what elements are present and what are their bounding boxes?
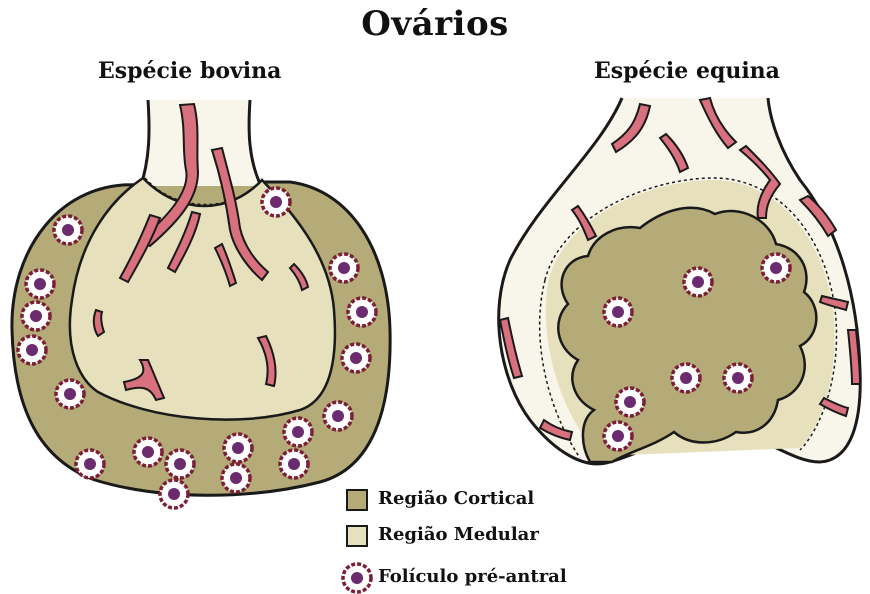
follicle xyxy=(262,188,290,216)
follicle xyxy=(26,270,54,298)
follicle xyxy=(324,402,352,430)
follicle xyxy=(684,268,712,296)
legend-label-medular: Região Medular xyxy=(378,524,539,545)
follicle xyxy=(604,298,632,326)
bovine-ovary xyxy=(12,100,390,508)
follicle xyxy=(54,216,82,244)
follicle xyxy=(224,434,252,462)
legend-follicle-icon xyxy=(343,564,371,592)
follicle xyxy=(134,438,162,466)
follicle xyxy=(22,302,50,330)
equine-ovary xyxy=(499,98,861,464)
follicle xyxy=(222,464,250,492)
follicle xyxy=(762,254,790,282)
follicle xyxy=(18,336,46,364)
follicle xyxy=(348,298,376,326)
follicle xyxy=(284,418,312,446)
follicle xyxy=(616,388,644,416)
follicle xyxy=(76,450,104,478)
follicle xyxy=(604,422,632,450)
legend-label-cortical: Região Cortical xyxy=(378,488,534,509)
follicle xyxy=(724,364,752,392)
medular-swatch xyxy=(346,525,368,547)
follicle xyxy=(280,450,308,478)
cortical-swatch xyxy=(346,489,368,511)
follicle xyxy=(166,450,194,478)
follicle xyxy=(160,480,188,508)
follicle xyxy=(672,364,700,392)
follicle xyxy=(342,344,370,372)
follicle xyxy=(330,254,358,282)
legend-label-follicle: Folículo pré-antral xyxy=(378,566,567,587)
bovine-hilum xyxy=(140,100,262,186)
follicle xyxy=(56,380,84,408)
